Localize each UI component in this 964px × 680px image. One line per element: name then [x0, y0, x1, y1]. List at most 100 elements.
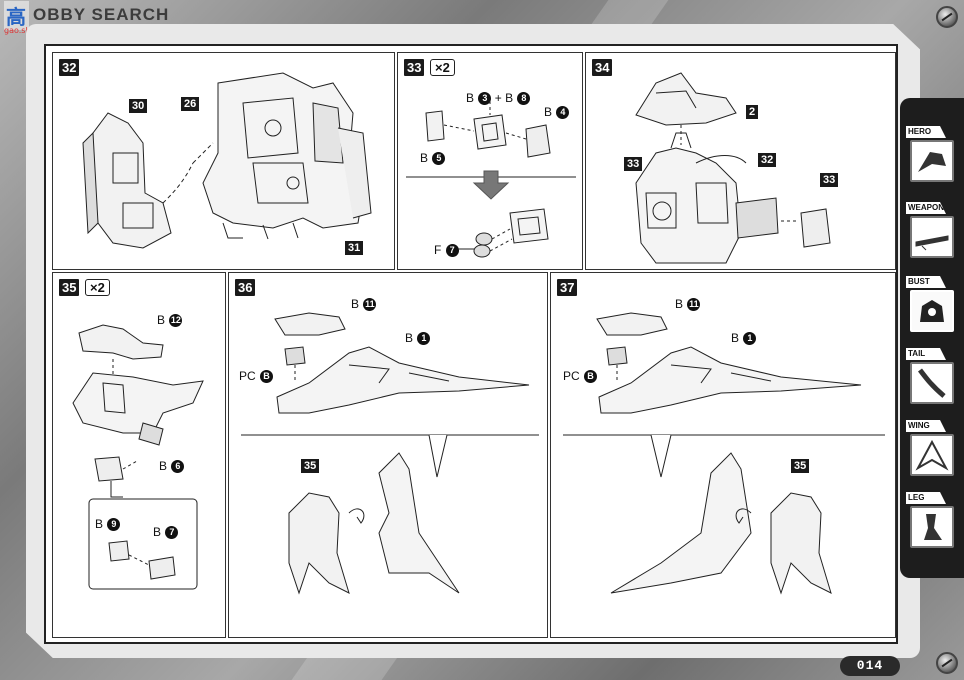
bust-icon: [910, 290, 954, 332]
wing-icon: [910, 434, 954, 476]
part-tag: 26: [181, 97, 200, 111]
part-letter: B: [405, 331, 414, 345]
frame-stripe: [291, 656, 399, 680]
watermark-logo-cn: 高: [4, 0, 29, 30]
part-letter: B: [153, 525, 162, 539]
part-tag: 35: [301, 459, 320, 473]
step-number: 34: [592, 59, 613, 76]
sidebar-item-hero[interactable]: HERO: [906, 126, 958, 190]
step-32-panel: 32 30 26 31: [52, 52, 395, 270]
step-number: 33: [404, 59, 425, 76]
part-letter: PC: [563, 369, 580, 383]
part-letter: B: [420, 151, 429, 165]
step-36-panel: 36 B 11 B 1 PC B 35: [228, 272, 548, 638]
part-number-circle: 7: [165, 526, 179, 540]
bolt-icon: [936, 6, 958, 28]
part-label: B 12: [157, 313, 183, 328]
sidebar-item-bust[interactable]: BUST: [906, 276, 958, 340]
step-33-panel: 33 ×2 B 3 + B 8 B 4 B 5 F 7: [397, 52, 583, 270]
part-label: B 1: [731, 331, 757, 346]
part-number-circle: 11: [363, 298, 377, 312]
part-number-circle: B: [260, 370, 274, 384]
step-36-illustration: [229, 273, 549, 639]
step-34-illustration: [586, 53, 897, 271]
bolt-icon: [936, 652, 958, 674]
sidebar-item-tail[interactable]: TAIL: [906, 348, 958, 412]
step-number: 35: [59, 279, 80, 296]
part-label: B 11: [351, 297, 377, 312]
part-tag: 35: [791, 459, 810, 473]
step-number: 36: [235, 279, 256, 296]
sidebar-item-label: HERO: [906, 126, 946, 138]
weapon-icon: [910, 216, 954, 258]
part-number-circle: 3: [478, 92, 492, 106]
section-sidebar: HERO WEAPON BUST TAIL WING LEG: [900, 98, 964, 578]
part-letter: PC: [239, 369, 256, 383]
page-number: 014: [840, 656, 900, 676]
leg-icon: [910, 506, 954, 548]
quantity-badge: ×2: [430, 59, 455, 76]
part-tag: 2: [746, 105, 759, 119]
step-32-illustration: [53, 53, 396, 271]
step-33-illustration: [398, 53, 584, 271]
part-number-circle: 1: [417, 332, 431, 346]
part-tag: 32: [758, 153, 777, 167]
step-number: 32: [59, 59, 80, 76]
part-label: B 5: [420, 151, 446, 166]
sidebar-item-wing[interactable]: WING: [906, 420, 958, 484]
part-label: B 1: [405, 331, 431, 346]
watermark-logo-en: OBBY SEARCH: [33, 5, 170, 24]
part-number-circle: 8: [517, 92, 531, 106]
part-letter: B: [351, 297, 360, 311]
part-label: B 6: [159, 459, 185, 474]
part-tag: 30: [129, 99, 148, 113]
step-37-illustration: [551, 273, 897, 639]
part-number-circle: 6: [171, 460, 185, 474]
part-label: B 4: [544, 105, 570, 120]
plus-sign: +: [494, 91, 502, 105]
part-tag: 31: [345, 241, 364, 255]
step-37-panel: 37 B 11 B 1 PC B 35: [550, 272, 896, 638]
part-letter: B: [505, 91, 514, 105]
part-label: PC B: [239, 369, 274, 384]
part-letter: B: [159, 459, 168, 473]
sidebar-item-label: WING: [906, 420, 946, 432]
part-number-circle: 1: [743, 332, 757, 346]
step-35-panel: 35 ×2 B 12 B 6 B 9 B 7: [52, 272, 226, 638]
part-label: F 7: [434, 243, 459, 258]
sidebar-item-label: BUST: [906, 276, 946, 288]
part-letter: B: [466, 91, 475, 105]
part-number-circle: 11: [687, 298, 701, 312]
part-letter: B: [544, 105, 553, 119]
quantity-badge: ×2: [85, 279, 110, 296]
tail-icon: [910, 362, 954, 404]
step-35-illustration: [53, 273, 227, 639]
part-number-circle: B: [584, 370, 598, 384]
part-label: B 7: [153, 525, 179, 540]
sidebar-item-label: LEG: [906, 492, 946, 504]
hero-icon: [910, 140, 954, 182]
part-label: B 3 + B 8: [466, 91, 531, 106]
watermark-logo: 高 OBBY SEARCH: [4, 0, 194, 30]
sidebar-item-label: TAIL: [906, 348, 946, 360]
part-label: PC B: [563, 369, 598, 384]
step-34-panel: 34 2 32 33 33: [585, 52, 896, 270]
part-number-circle: 5: [432, 152, 446, 166]
step-number: 37: [557, 279, 578, 296]
part-letter: B: [731, 331, 740, 345]
sidebar-item-weapon[interactable]: WEAPON: [906, 202, 958, 266]
sidebar-item-label: WEAPON: [906, 202, 946, 214]
part-number-circle: 4: [556, 106, 570, 120]
part-label: B 11: [675, 297, 701, 312]
part-tag: 33: [820, 173, 839, 187]
part-number-circle: 12: [169, 314, 183, 328]
part-letter: B: [675, 297, 684, 311]
part-letter: F: [434, 243, 442, 257]
part-label: B 9: [95, 517, 121, 532]
part-letter: B: [157, 313, 166, 327]
part-number-circle: 9: [107, 518, 121, 532]
sidebar-item-leg[interactable]: LEG: [906, 492, 958, 556]
part-tag: 33: [624, 157, 643, 171]
part-letter: B: [95, 517, 104, 531]
part-number-circle: 7: [445, 244, 459, 258]
